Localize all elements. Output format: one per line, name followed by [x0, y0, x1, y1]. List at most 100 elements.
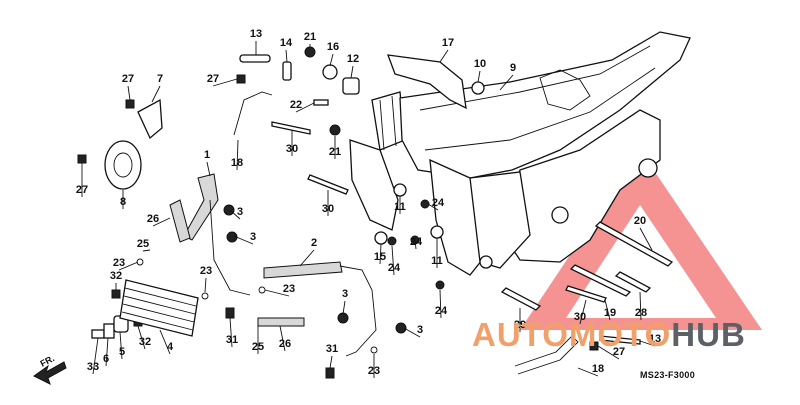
callout-leader-26: [152, 217, 171, 227]
rear-mount-boss: [638, 158, 658, 178]
callout-leader-27: [127, 85, 131, 101]
oil-cooler-core: [119, 279, 199, 337]
callout-leader-1: [206, 161, 211, 177]
callout-number-24: 24: [410, 236, 423, 248]
callout-leader-19: [604, 299, 611, 321]
oil-hose-1: [183, 173, 219, 241]
collar-11a: [393, 183, 407, 197]
callout-number-18: 18: [231, 157, 243, 169]
callout-leader-14: [285, 49, 288, 63]
callout-leader-24: [439, 289, 442, 319]
horn-bracket: [137, 98, 163, 140]
callout-number-23: 23: [368, 365, 380, 377]
callout-number-31: 31: [326, 343, 338, 355]
callout-number-11: 11: [394, 201, 406, 213]
callout-number-4: 4: [167, 341, 174, 353]
bolt-29: [500, 287, 542, 311]
watermark-triangle: [520, 150, 762, 330]
callout-number-17: 17: [442, 37, 454, 49]
callout-leader-3: [229, 209, 241, 220]
callout-leader-16: [329, 53, 334, 67]
callout-leader-27: [212, 78, 238, 87]
bracket-18-upper: [233, 91, 273, 136]
fasteners: [77, 46, 674, 379]
head-pipe-lines: [379, 95, 397, 151]
callout-number-26: 26: [147, 213, 159, 225]
washer-23d: [370, 346, 378, 354]
callout-number-11: 11: [431, 255, 443, 267]
oil-cooler-fins: [121, 287, 197, 331]
rubber-13: [239, 54, 271, 63]
frame-rail-lower: [424, 67, 656, 151]
callout-leader-22: [295, 102, 315, 113]
oil-pipe-2: [339, 265, 377, 357]
bracket-18-lower: [514, 335, 579, 375]
callout-number-30: 30: [286, 143, 298, 155]
callout-leader-18: [236, 139, 239, 171]
callout-number-24: 24: [435, 305, 448, 317]
callout-leader-26: [279, 325, 286, 352]
callout-number-8: 8: [120, 196, 126, 208]
callout-leader-4: [159, 329, 171, 355]
callout-leader-33: [92, 337, 99, 375]
bolt-28: [614, 271, 652, 293]
nut-10: [471, 81, 485, 95]
callout-leader-13: [639, 340, 656, 347]
washer-23c: [258, 286, 266, 294]
callout-number-13: 13: [649, 333, 661, 345]
callout-leader-6: [105, 337, 109, 367]
callout-leader-31: [229, 317, 233, 348]
collar-15: [374, 231, 388, 245]
bolt-19: [569, 264, 632, 297]
pin-14: [282, 61, 292, 81]
bolt-30-upper: [271, 121, 311, 135]
callout-leader-17: [439, 49, 449, 63]
callout-leader-12: [350, 65, 354, 79]
callout-number-3: 3: [417, 324, 423, 336]
callout-leader-18: [577, 367, 599, 377]
callout-number-10: 10: [474, 58, 486, 70]
callout-number-27: 27: [122, 73, 134, 85]
oil-cooler: [119, 279, 199, 337]
ecu-bracket: [387, 54, 467, 110]
callout-number-12: 12: [347, 53, 359, 65]
callout-number-29: 29: [514, 319, 526, 331]
screw-27-upper: [236, 74, 246, 84]
callout-number-19: 19: [604, 307, 616, 319]
pivot-boss: [551, 206, 569, 224]
watermark-text-hub: HUB: [671, 316, 746, 353]
callout-number-7: 7: [157, 73, 163, 85]
front-direction-arrow: [33, 361, 67, 385]
callout-number-3: 3: [237, 206, 243, 218]
callout-leader-23: [264, 289, 290, 297]
callout-number-5: 5: [119, 346, 125, 358]
hose-26-lower: [257, 317, 305, 327]
callout-number-25: 25: [252, 341, 264, 353]
bolt-30-lower: [565, 285, 607, 303]
callout-leader-3: [342, 300, 346, 315]
callout-number-33: 33: [87, 361, 99, 373]
callout-number-16: 16: [327, 41, 339, 53]
callout-leader-23: [118, 261, 139, 271]
callout-leader-25: [142, 249, 151, 252]
hose-26-upper: [169, 199, 191, 243]
callout-leader-20: [639, 227, 653, 251]
callout-leader-27: [597, 345, 620, 360]
frame-gusset: [539, 69, 591, 111]
callout-leader-10: [477, 70, 481, 83]
horn: [104, 140, 142, 190]
callout-leader-2: [299, 249, 315, 267]
callout-number-15: 15: [374, 251, 386, 263]
callout-number-23: 23: [200, 265, 212, 277]
washer-23b: [201, 292, 209, 300]
callout-number-20: 20: [634, 215, 646, 227]
callout-number-23: 23: [113, 257, 125, 269]
callout-leader-7: [151, 85, 161, 103]
clamp-3c: [337, 312, 349, 324]
nut-21-top: [304, 46, 316, 58]
front-downtube: [349, 139, 399, 231]
callout-number-27: 27: [613, 346, 625, 358]
callout-number-24: 24: [388, 262, 401, 274]
